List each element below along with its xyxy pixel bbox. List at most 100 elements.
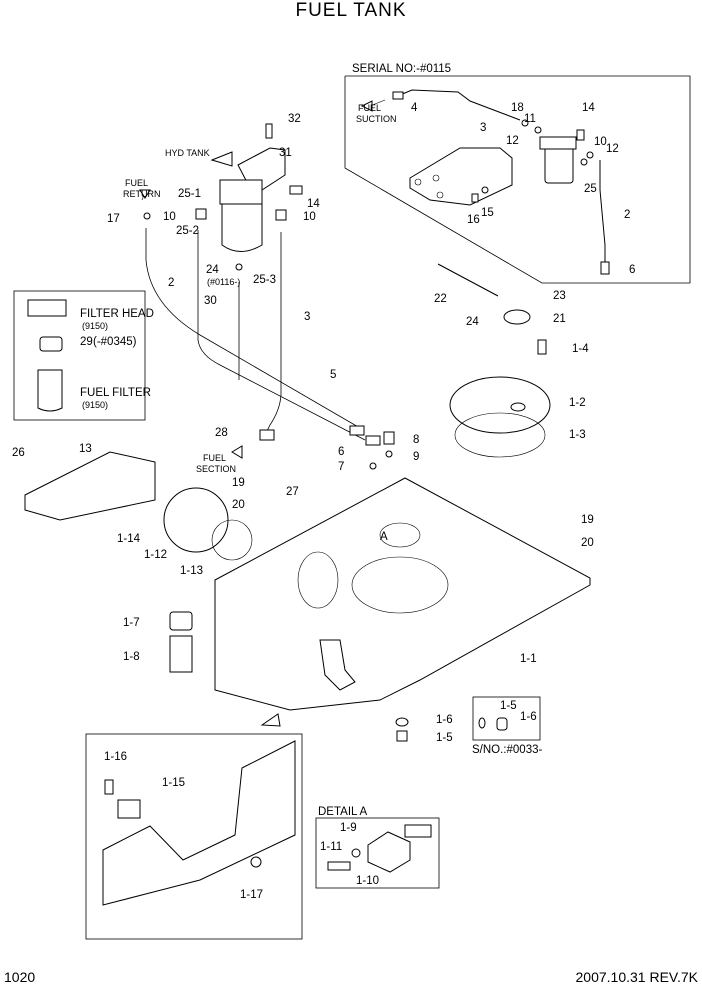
- label-1-5: 1-5: [500, 700, 517, 712]
- label-11: 11: [524, 113, 536, 125]
- hose-5: [145, 228, 361, 429]
- label-1-4: 1-4: [572, 343, 589, 355]
- label-31: 31: [279, 147, 292, 159]
- label-1-6: 1-6: [520, 711, 537, 723]
- serial-hose: [599, 160, 606, 265]
- elbow-8: [383, 431, 395, 445]
- label-4: 4: [411, 102, 418, 114]
- label-1-14: 1-14: [117, 533, 141, 545]
- label-10: 10: [594, 136, 607, 148]
- label-25-1: 25-1: [178, 188, 201, 200]
- detail-a-inset: DETAIL A 1-9 1-11 1-10: [315, 806, 440, 889]
- tank-shell: [214, 477, 591, 711]
- strainer-1-8: [169, 635, 193, 673]
- detail-a-marker: A: [380, 531, 388, 543]
- label-25-2: 25-2: [176, 225, 199, 237]
- label-12: 12: [506, 135, 519, 147]
- page-number: 1020: [4, 969, 35, 985]
- filter-head-label: FILTER HEAD: [80, 308, 154, 320]
- bolt-1-10: [327, 861, 351, 871]
- serial-hose-end: [600, 261, 610, 275]
- bolt-32: [265, 123, 273, 139]
- hose-end: [349, 425, 365, 436]
- filter-element: [221, 203, 263, 252]
- serial-filter-head: [539, 136, 577, 150]
- fuel-filter-label: FUEL FILTER: [80, 387, 151, 399]
- filler-neck: [319, 639, 356, 691]
- filter-head-code: (9150): [82, 321, 108, 331]
- label-19: 19: [581, 514, 594, 526]
- serial-inset: SERIAL NO:-#0115 FUEL SUCTION 4 3 18 11 …: [344, 63, 691, 284]
- label-1-9: 1-9: [340, 822, 357, 834]
- plate-1-15: [117, 799, 141, 819]
- hyd-tank-label: HYD TANK: [165, 148, 210, 158]
- o-ring-24: [235, 263, 243, 271]
- label-32: 32: [288, 113, 301, 125]
- gasket-1-13: [211, 519, 253, 561]
- panel-1-15: [102, 740, 296, 906]
- label-25: 25: [584, 183, 597, 195]
- label-5: 5: [330, 369, 336, 381]
- panel-inset-border: [85, 733, 303, 940]
- revision-stamp: 2007.10.31 REV.7K: [576, 969, 699, 985]
- label-24: 24: [206, 264, 219, 276]
- label-8: 8: [413, 434, 419, 446]
- hose-end: [365, 435, 381, 446]
- bolt-1-4: [537, 339, 547, 355]
- label-29: 29: [80, 336, 93, 348]
- label-3: 3: [480, 122, 486, 134]
- label-13: 13: [79, 443, 92, 455]
- fuel-section-arrow-icon: [231, 445, 243, 459]
- label-1-2: 1-2: [569, 397, 586, 409]
- elbow-10: [275, 209, 287, 221]
- label-22: 22: [434, 293, 447, 305]
- label-28: 28: [215, 427, 228, 439]
- label-1-5: 1-5: [436, 732, 453, 744]
- detail-a-label: DETAIL A: [318, 806, 368, 818]
- serial-bracket: [409, 147, 513, 206]
- cap-21: [503, 309, 531, 325]
- filter-head: [219, 179, 263, 205]
- plate-1-9: [404, 824, 432, 838]
- label-10: 10: [163, 211, 176, 223]
- hyd-tank-arrow-icon: [210, 151, 233, 167]
- fuel-filter-code: (9150): [82, 400, 108, 410]
- fuel-filter-icon: [37, 369, 63, 412]
- serial-0033-inset: 1-5 1-6 S/NO.:#0033-: [472, 696, 542, 756]
- pipe-fitting: [392, 91, 404, 100]
- label-1-13: 1-13: [180, 565, 203, 577]
- label-1-8: 1-8: [123, 651, 140, 663]
- fuel-suction-label: FUEL: [358, 103, 381, 113]
- bolt-1-16: [104, 779, 114, 795]
- label-2: 2: [168, 277, 174, 289]
- cap-1-7: [169, 611, 193, 631]
- label-1-11: 1-11: [320, 841, 342, 853]
- label-1-7: 1-7: [123, 617, 140, 629]
- gasket-1-3: [454, 412, 546, 458]
- hose-2: [197, 230, 366, 441]
- page-title: FUEL TANK: [295, 0, 406, 21]
- label-1-17: 1-17: [240, 889, 263, 901]
- fuel-section-label: FUEL: [203, 453, 226, 463]
- label-1-12: 1-12: [144, 549, 167, 561]
- view-arrow-icon: [260, 713, 281, 727]
- label-1-3: 1-3: [569, 429, 586, 441]
- label-6: 6: [629, 264, 635, 276]
- label-1-15: 1-15: [162, 777, 185, 789]
- fuel-section-label-2: SECTION: [196, 464, 236, 474]
- serial-inset-label: SERIAL NO:-#0115: [352, 63, 451, 75]
- filter-inset: FILTER HEAD (9150) 29 (-#0345) FUEL FILT…: [13, 290, 154, 421]
- suction-pipe: [399, 89, 521, 121]
- bracket-13: [24, 451, 156, 521]
- label-2: 2: [624, 209, 630, 221]
- detail-a-pad: [379, 522, 421, 548]
- label-1-1: 1-1: [520, 653, 537, 665]
- elbow-10: [195, 208, 207, 220]
- nut-1-17: [250, 856, 262, 868]
- label-14: 14: [307, 198, 320, 210]
- label-23: 23: [553, 290, 566, 302]
- range-label: (#0116-): [207, 277, 240, 287]
- label-6: 6: [338, 446, 344, 458]
- label-30: 30: [204, 295, 217, 307]
